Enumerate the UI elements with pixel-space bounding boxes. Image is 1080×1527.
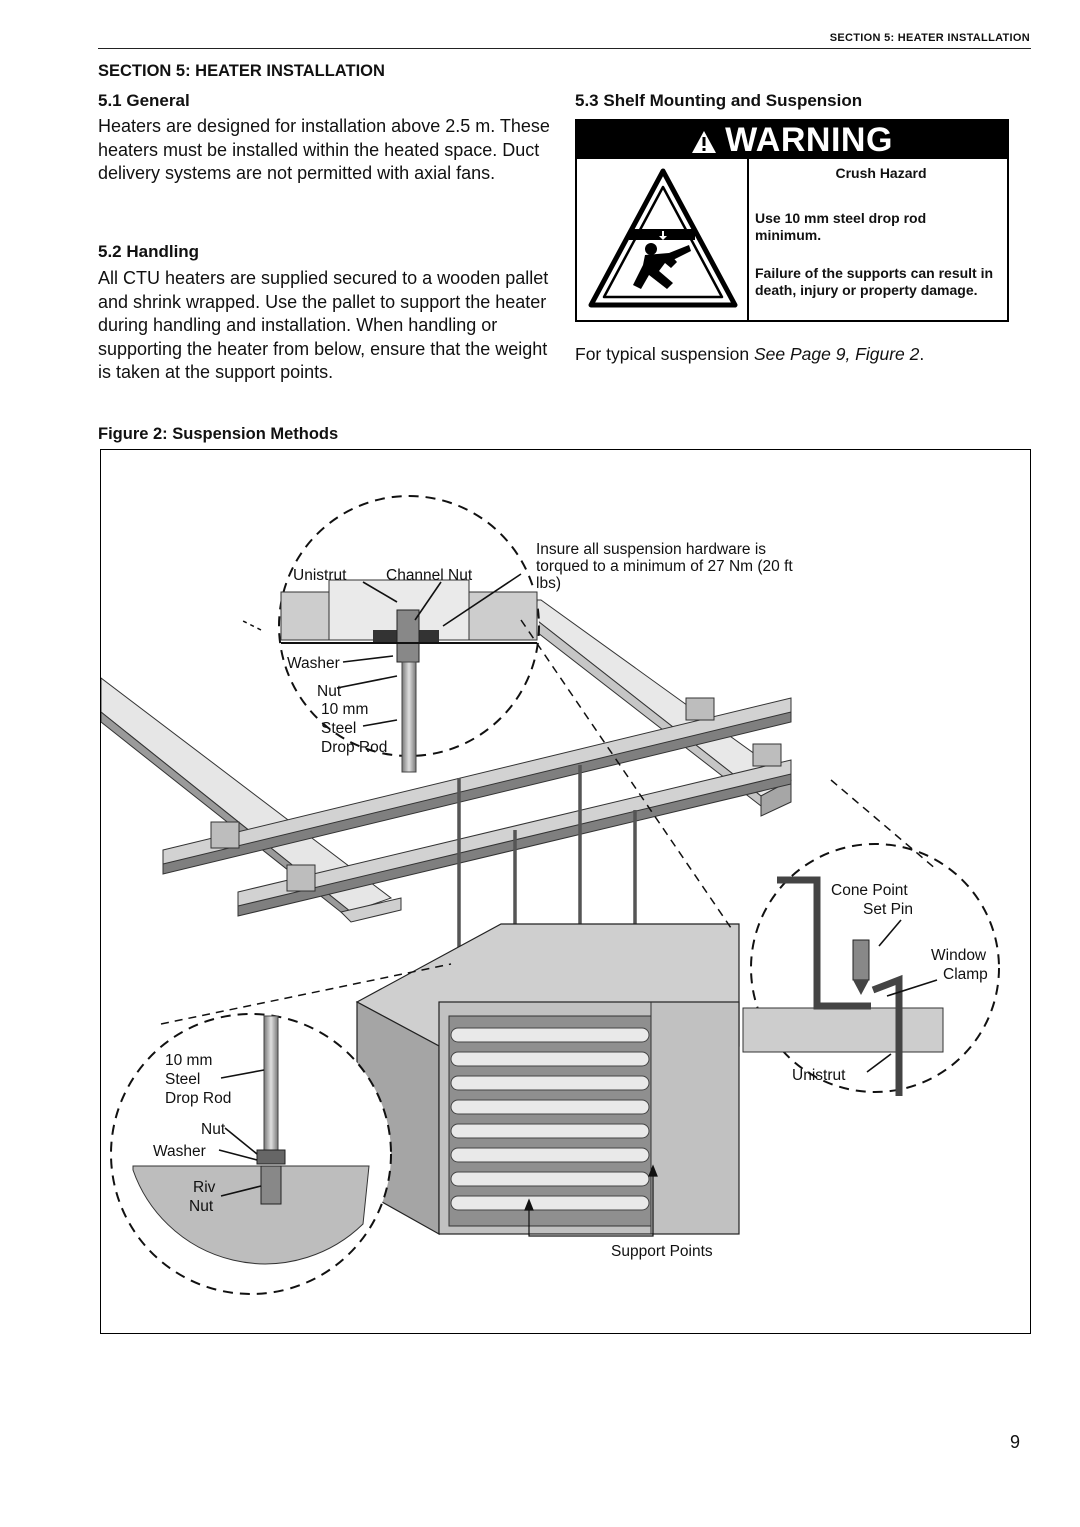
crush-hazard-icon bbox=[588, 168, 738, 308]
label-torque-note: Insure all suspension hardware is torque… bbox=[536, 541, 793, 592]
label-riv-nut-2: Nut bbox=[189, 1198, 214, 1215]
handling-body: All CTU heaters are supplied secured to … bbox=[98, 268, 549, 382]
label-rod-top-2: Steel bbox=[321, 720, 357, 737]
label-window-clamp-2: Clamp bbox=[943, 966, 988, 983]
label-rod-bot-2: Steel bbox=[165, 1071, 201, 1088]
label-washer-bot: Washer bbox=[153, 1143, 206, 1160]
support-point-arrows bbox=[524, 1164, 658, 1237]
figure-caption: Figure 2: Suspension Methods bbox=[98, 425, 339, 443]
suspension-diagram bbox=[101, 495, 1000, 1295]
handling-heading: 5.2 Handling bbox=[98, 242, 200, 261]
warning-hazard: Crush Hazard bbox=[835, 165, 927, 181]
reference-prefix: For typical suspension bbox=[575, 344, 754, 364]
section-title: SECTION 5: HEATER INSTALLATION bbox=[98, 62, 385, 80]
label-nut-top: Nut bbox=[317, 683, 342, 700]
label-rod-bot-1: 10 mm bbox=[165, 1052, 213, 1069]
label-rod-bot-3: Drop Rod bbox=[165, 1090, 232, 1107]
right-detail-callout bbox=[742, 843, 1000, 1096]
heater-cabinet bbox=[355, 923, 740, 1236]
alert-triangle-icon bbox=[692, 131, 717, 153]
general-body: Heaters are designed for installation ab… bbox=[98, 116, 550, 183]
label-unistrut-right: Unistrut bbox=[792, 1067, 846, 1084]
figure-frame: Unistrut Channel Nut Insure all suspensi… bbox=[100, 449, 1031, 1334]
label-window-clamp-1: Window bbox=[931, 947, 987, 964]
running-header: SECTION 5: HEATER INSTALLATION bbox=[829, 32, 1030, 44]
warning-bar: WARNING bbox=[577, 121, 1007, 159]
page-number: 9 bbox=[1010, 1432, 1021, 1452]
warning-box: WARNING Crush Hazard Use 10 mm steel dro… bbox=[575, 119, 1009, 322]
label-rod-top-1: 10 mm bbox=[321, 701, 369, 718]
reference-link: See Page 9, Figure 2 bbox=[753, 344, 920, 364]
label-rod-top-3: Drop Rod bbox=[321, 739, 388, 756]
left-detail-callout bbox=[110, 1013, 392, 1295]
label-nut-bot: Nut bbox=[201, 1121, 226, 1138]
label-cone-point-2: Set Pin bbox=[863, 901, 913, 918]
general-heading: 5.1 General bbox=[98, 91, 190, 110]
label-channel-nut: Channel Nut bbox=[386, 567, 473, 584]
reference-suffix: . bbox=[919, 344, 925, 364]
warning-title: WARNING bbox=[725, 121, 893, 159]
label-unistrut-top: Unistrut bbox=[293, 567, 347, 584]
callout-leaders bbox=[160, 619, 938, 1025]
label-washer-top: Washer bbox=[287, 655, 340, 672]
warning-line-1: Use 10 mm steel drop rod minimum. bbox=[755, 210, 927, 243]
header-rule bbox=[98, 48, 1031, 49]
label-cone-point-1: Cone Point bbox=[831, 882, 908, 899]
label-support-points: Support Points bbox=[611, 1243, 713, 1260]
suspension-reference: For typical suspension See Page 9, Figur… bbox=[575, 343, 1030, 367]
label-riv-nut-1: Riv bbox=[193, 1179, 216, 1196]
warning-divider bbox=[747, 159, 749, 320]
warning-line-2: Failure of the supports can result in de… bbox=[755, 265, 994, 298]
top-detail-callout bbox=[240, 495, 540, 773]
shelf-heading: 5.3 Shelf Mounting and Suspension bbox=[575, 91, 863, 110]
channel-clamps bbox=[210, 697, 782, 892]
top-detail-arrows bbox=[336, 573, 522, 727]
